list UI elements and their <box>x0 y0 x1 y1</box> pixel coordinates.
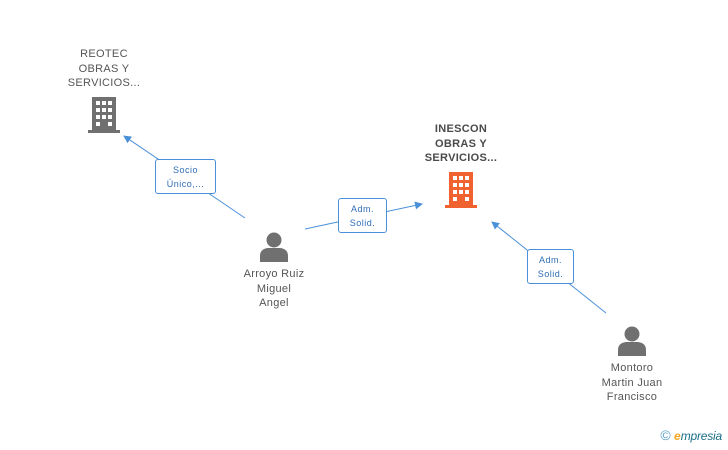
person-name-line: Miguel <box>256 282 292 295</box>
relation-label-adm-solid-arroyo[interactable]: Adm. Solid. <box>338 198 387 233</box>
company-node-inescon[interactable]: INESCON OBRAS Y SERVICIOS... <box>406 122 516 208</box>
brand-logo-text: mpresia <box>680 429 722 443</box>
building-icon <box>445 171 477 208</box>
company-name-line: REOTEC <box>80 48 128 60</box>
relation-label-socio-unico[interactable]: Socio Único,... <box>155 159 216 194</box>
brand-footer: © empresia <box>660 427 722 443</box>
relation-label-line: Adm. <box>538 255 562 265</box>
brand-logo-initial: e <box>674 429 681 443</box>
person-name-line: Francisco <box>606 391 658 403</box>
relation-label-line: Solid. <box>349 218 376 228</box>
relation-label-line: Socio <box>172 165 198 175</box>
company-name-line: OBRAS Y <box>78 62 130 75</box>
person-node-montoro[interactable]: Montoro Martin Juan Francisco <box>582 326 682 405</box>
company-node-reotec[interactable]: REOTEC OBRAS Y SERVICIOS... <box>54 47 154 133</box>
person-icon <box>618 326 646 356</box>
person-name-line: Martin Juan <box>601 376 663 389</box>
person-name-line: Angel <box>259 297 289 309</box>
company-name-line: SERVICIOS... <box>424 152 498 164</box>
company-name: REOTEC OBRAS Y SERVICIOS... <box>54 47 154 91</box>
building-icon <box>88 96 120 133</box>
company-name-line: OBRAS Y <box>434 137 488 150</box>
relation-label-adm-solid-montoro[interactable]: Adm. Solid. <box>527 249 574 284</box>
person-node-arroyo[interactable]: Arroyo Ruiz Miguel Angel <box>224 232 324 311</box>
person-name-line: Arroyo Ruiz <box>243 268 305 280</box>
company-name-line: SERVICIOS... <box>67 77 141 89</box>
person-name: Montoro Martin Juan Francisco <box>582 361 682 405</box>
relation-label-line: Adm. <box>350 204 374 214</box>
person-icon <box>260 232 288 262</box>
company-name: INESCON OBRAS Y SERVICIOS... <box>406 122 516 166</box>
relation-label-line: Solid. <box>537 269 564 279</box>
person-name: Arroyo Ruiz Miguel Angel <box>224 267 324 311</box>
copyright-icon: © <box>660 427 671 443</box>
person-name-line: Montoro <box>610 362 654 374</box>
company-name-line: INESCON <box>434 123 488 135</box>
relation-label-line: Único,... <box>166 179 205 189</box>
